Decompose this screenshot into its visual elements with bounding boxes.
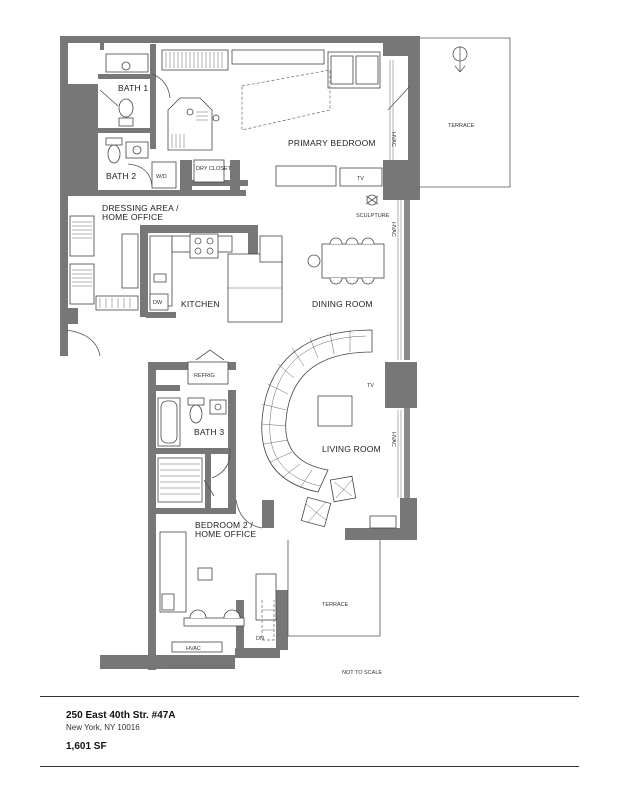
address-line-2: New York, NY 10016 <box>66 723 140 732</box>
wd-label: W/D <box>156 174 167 180</box>
square-footage: 1,601 SF <box>66 741 107 752</box>
bath-3: BATH 3 <box>157 397 231 479</box>
stairs-icon <box>261 600 275 641</box>
refrigerator: REFRIG <box>187 349 229 385</box>
kitchen: DW KITCHEN <box>149 233 283 323</box>
scale-note: NOT TO SCALE <box>342 670 382 676</box>
bath-3-label: BATH 3 <box>194 427 224 437</box>
dressing-area-label-2: HOME OFFICE <box>102 212 163 222</box>
sculpture-icon <box>365 194 379 206</box>
terrace-top-label: TERRACE <box>448 123 475 129</box>
living-room-label: LIVING ROOM <box>322 444 381 454</box>
living-room: TV HVAC LIVING ROOM <box>235 329 397 529</box>
bath-1-label: BATH 1 <box>118 83 148 93</box>
hvac-dining-label: HVAC <box>390 222 396 237</box>
terrace-bottom-label: TERRACE <box>322 602 349 608</box>
dw-label: DW <box>153 300 163 306</box>
primary-bedroom: PRIMARY BEDROOM TV HVAC <box>241 51 411 187</box>
hvac-bedroom2-label: HVAC <box>186 646 201 652</box>
north-arrow-icon <box>452 46 468 73</box>
windows <box>170 60 402 668</box>
dn-label: DN <box>256 636 264 642</box>
tv-living-label: TV <box>367 383 374 389</box>
dry-closet-label: DRY CLOSET <box>196 166 232 172</box>
tv-bedroom-label: TV <box>357 176 364 182</box>
dining-room: DINING ROOM HVAC SCULPTURE <box>307 194 396 309</box>
hvac-living-label: HVAC <box>390 432 396 447</box>
bath-1: BATH 1 <box>99 53 171 127</box>
primary-bedroom-label: PRIMARY BEDROOM <box>288 138 376 148</box>
closets-top <box>161 49 325 151</box>
terrace-top: TERRACE <box>418 37 511 188</box>
hvac-bedroom-label: HVAC <box>390 132 396 147</box>
bedroom-2-label: BEDROOM 2 / <box>195 520 253 530</box>
bedroom-2-closet <box>157 457 215 503</box>
armchair-icon <box>329 475 357 503</box>
divider-bottom <box>40 766 579 767</box>
dressing-area: DRESSING AREA / HOME OFFICE <box>65 203 179 357</box>
armchair-icon <box>300 496 332 528</box>
refrig-label: REFRIG <box>194 373 215 379</box>
bath-2-label: BATH 2 <box>106 171 136 181</box>
bedroom-2-label-2: HOME OFFICE <box>195 529 256 539</box>
kitchen-label: KITCHEN <box>181 299 220 309</box>
walls <box>60 36 420 670</box>
divider-top <box>40 696 579 697</box>
laundry: W/D DRY CLOSET <box>151 159 232 189</box>
bedroom-2: HVAC BEDROOM 2 / HOME OFFICE DN <box>159 520 277 653</box>
terrace-bottom: TERRACE <box>287 540 381 637</box>
sculpture-label: SCULPTURE <box>356 213 390 219</box>
dressing-area-label: DRESSING AREA / <box>102 203 179 213</box>
bath-2: BATH 2 <box>105 137 153 187</box>
dining-room-label: DINING ROOM <box>312 299 373 309</box>
address-line-1: 250 East 40th Str. #47A <box>66 710 176 721</box>
